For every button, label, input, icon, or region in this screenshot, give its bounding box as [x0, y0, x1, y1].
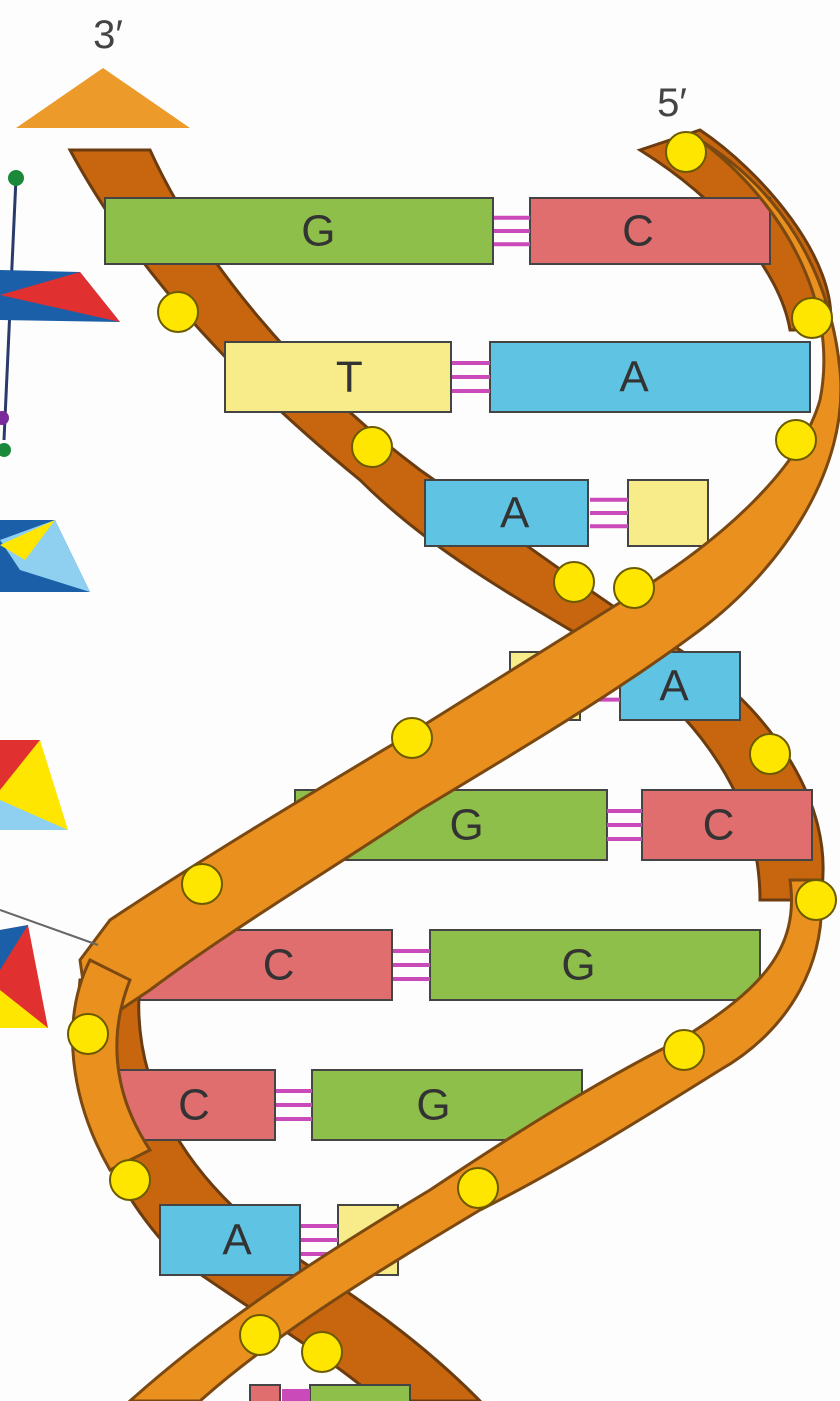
base-left [250, 1385, 280, 1401]
side-icons [0, 170, 120, 1028]
base-left [105, 198, 493, 264]
phosphate-circle [776, 420, 816, 460]
phosphate-circle [158, 292, 198, 332]
phosphate-circle [110, 1160, 150, 1200]
phosphate-circle [392, 718, 432, 758]
molecule-stick-icon [0, 170, 120, 457]
base-left-label: G [301, 207, 335, 256]
phosphate-circle [792, 298, 832, 338]
phosphate-circle [664, 1030, 704, 1070]
phosphate-circle [750, 734, 790, 774]
phosphate-circle [796, 880, 836, 920]
base-right-label: C [703, 801, 735, 850]
base-right-label: A [619, 353, 649, 402]
base-pair: A [425, 480, 708, 546]
phosphate-circle [554, 562, 594, 602]
phosphate-circle [68, 1014, 108, 1054]
base-left-label: G [449, 801, 483, 850]
base-left-label: C [263, 941, 295, 990]
base-right [310, 1385, 410, 1401]
base-right-label: G [561, 941, 595, 990]
five-prime-label: 5′ [657, 81, 687, 125]
base-right [490, 342, 810, 412]
pyramid-yellow-icon [0, 740, 68, 830]
base-left-label: A [500, 489, 530, 538]
base-left-label: A [222, 1216, 252, 1265]
base-left-label: C [178, 1081, 210, 1130]
phosphate-circle [302, 1332, 342, 1372]
end-markers: 3′ 5′ [16, 13, 687, 128]
phosphate-circle [458, 1168, 498, 1208]
phosphate-circle [614, 568, 654, 608]
base-right [628, 480, 708, 546]
arrow-up-icon [16, 68, 190, 128]
base-right-label: G [416, 1081, 450, 1130]
pyramid-blue-icon [0, 520, 90, 592]
phosphate-circle [240, 1315, 280, 1355]
phosphate-circle [182, 864, 222, 904]
base-right-label: C [622, 207, 654, 256]
phosphate-circle [666, 132, 706, 172]
base-right-label: A [659, 662, 689, 711]
phosphate-circle [352, 427, 392, 467]
base-left-label: T [336, 353, 363, 402]
base-pair [250, 1385, 410, 1401]
three-prime-label: 3′ [93, 13, 123, 57]
